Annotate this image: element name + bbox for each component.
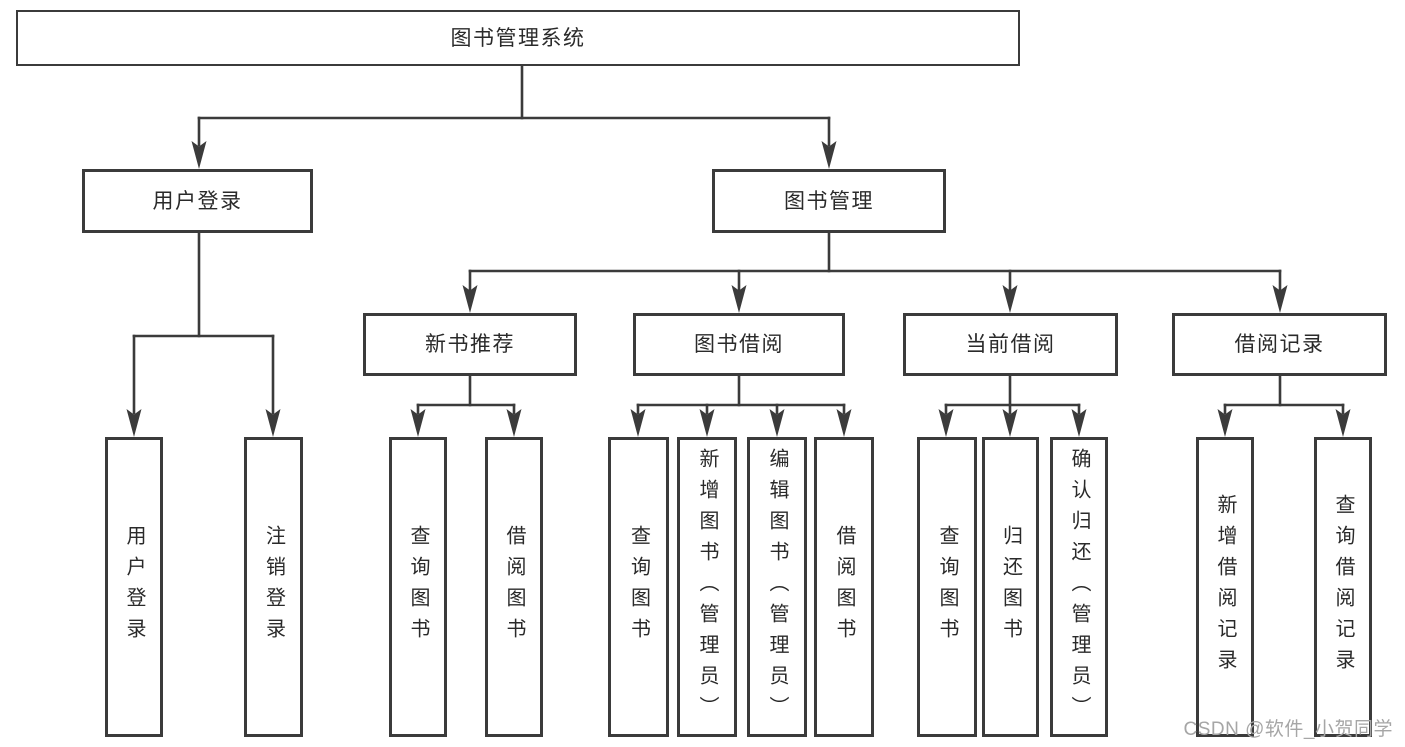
csdn-watermark: CSDN @软件_小贺同学 (1183, 719, 1393, 740)
node-label: 借阅图书 (503, 525, 525, 649)
leaf-user-login: 用户登录 (105, 437, 163, 737)
leaf-query-books-recommend: 查询图书 (389, 437, 447, 737)
node-label: 查询借阅记录 (1332, 494, 1354, 680)
node-label: 确认归还（管理员） (1068, 447, 1090, 727)
leaf-borrow-books: 借阅图书 (814, 437, 874, 737)
node-label: 借阅图书 (833, 525, 855, 649)
node-new-book-recommend: 新书推荐 (363, 313, 577, 376)
leaf-query-borrow-record: 查询借阅记录 (1314, 437, 1372, 737)
node-book-management: 图书管理 (712, 169, 946, 233)
leaf-query-books-borrow: 查询图书 (608, 437, 669, 737)
node-label: 用户登录 (123, 525, 145, 649)
node-label: 新增借阅记录 (1214, 494, 1236, 680)
node-label: 编辑图书（管理员） (766, 447, 788, 727)
node-label: 当前借阅 (965, 333, 1056, 356)
leaf-edit-books-admin: 编辑图书（管理员） (747, 437, 807, 737)
node-book-borrow: 图书借阅 (633, 313, 845, 376)
leaf-add-books-admin: 新增图书（管理员） (677, 437, 737, 737)
node-current-borrow: 当前借阅 (903, 313, 1118, 376)
node-label: 查询图书 (627, 525, 650, 649)
leaf-confirm-return-admin: 确认归还（管理员） (1050, 437, 1108, 737)
leaf-logout: 注销登录 (244, 437, 303, 737)
arrowheads (126, 141, 1351, 437)
node-label: 新增图书（管理员） (696, 447, 718, 727)
node-user-login-group: 用户登录 (82, 169, 313, 233)
node-root-library-system: 图书管理系统 (16, 10, 1020, 66)
leaf-add-borrow-record: 新增借阅记录 (1196, 437, 1254, 737)
node-label: 用户登录 (152, 189, 243, 213)
leaf-return-books: 归还图书 (982, 437, 1039, 737)
node-label: 图书借阅 (694, 333, 784, 356)
leaf-query-books-current: 查询图书 (917, 437, 977, 737)
leaf-borrow-books-recommend: 借阅图书 (485, 437, 543, 737)
node-label: 查询图书 (936, 525, 958, 649)
node-label: 新书推荐 (425, 333, 515, 356)
node-label: 查询图书 (407, 525, 429, 649)
node-label: 归还图书 (999, 525, 1022, 649)
node-borrow-records: 借阅记录 (1172, 313, 1387, 376)
node-label: 图书管理 (784, 189, 874, 213)
node-label: 图书管理系统 (450, 26, 586, 50)
node-label: 注销登录 (262, 525, 285, 649)
node-label: 借阅记录 (1234, 333, 1325, 356)
